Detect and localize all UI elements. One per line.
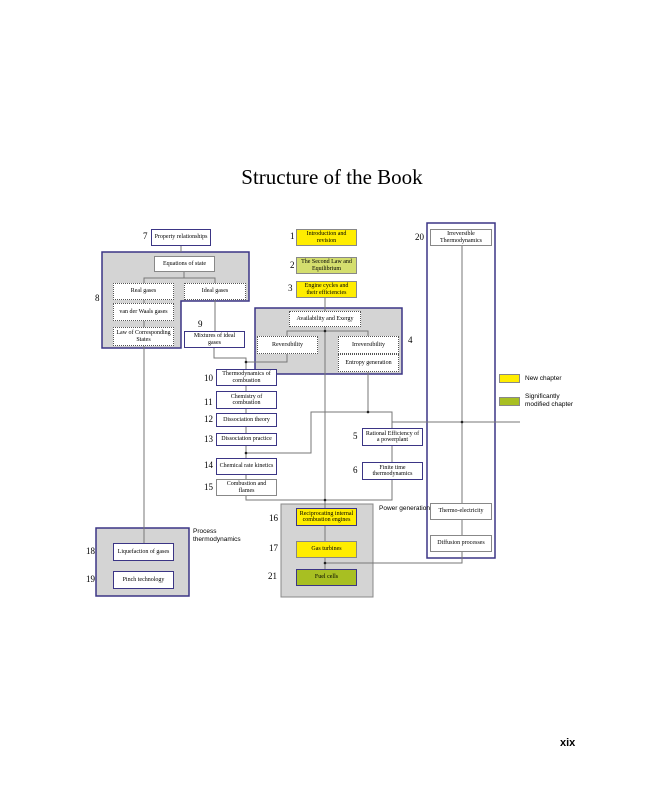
- chapter-number: 11: [204, 397, 213, 407]
- connector: [143, 272, 216, 283]
- power-generation-label: Power generation: [379, 505, 430, 512]
- chapter-13-box: Dissociation practice: [216, 433, 277, 446]
- legend-new-label: New chapter: [525, 375, 562, 382]
- chapter-number: 8: [95, 293, 100, 303]
- chapter-2-box: The Second Law and Equilibrium: [296, 257, 357, 274]
- junction-dot: [460, 420, 464, 424]
- chapter-number: 19: [86, 574, 95, 584]
- connector: [245, 480, 393, 501]
- chapter-number: 10: [204, 373, 213, 383]
- chapter-7-box: Property relationships: [151, 229, 211, 246]
- connector: [213, 348, 247, 369]
- equations-of-state-box: Equations of state: [154, 256, 215, 272]
- legend-modified-label: Significantly modified chapter: [525, 393, 574, 408]
- reversibility-box: Reversibility: [257, 336, 318, 354]
- chapter-14-box: Chemical rate kinetics: [216, 458, 277, 475]
- chapter-20-box: Irreversible Thermodynamics: [430, 229, 492, 246]
- chapter-number: 16: [269, 513, 278, 523]
- availability-exergy-box: Availability and Exergy: [289, 311, 361, 327]
- chapter-number: 20: [415, 232, 424, 242]
- connector: [246, 354, 288, 363]
- chapter-number: 15: [204, 482, 213, 492]
- page-number: xix: [560, 737, 576, 749]
- group-20-shape: [426, 222, 496, 559]
- connector: [368, 411, 393, 428]
- junction-dot: [366, 410, 370, 414]
- thermo-electricity-box: Thermo-electricity: [430, 503, 492, 520]
- chapter-number: 4: [408, 335, 413, 345]
- corresponding-states-box: Law of Corresponding States: [113, 327, 174, 346]
- chapter-number: 3: [288, 283, 293, 293]
- chapter-number: 2: [290, 260, 295, 270]
- connector: [286, 327, 369, 336]
- real-gases-box: Real gases: [113, 283, 174, 300]
- junction-dot: [323, 498, 327, 502]
- chapter-11-box: Chemistry of combustion: [216, 391, 277, 409]
- chapter-1-box: Introduction and revision: [296, 229, 357, 246]
- chapter-6-box: Finite time thermodynamics: [362, 462, 423, 480]
- chapter-number: 5: [353, 431, 358, 441]
- diffusion-processes-box: Diffusion processes: [430, 535, 492, 552]
- chapter-9-box: Mixtures of ideal gases: [184, 331, 245, 348]
- chapter-number: 12: [204, 414, 213, 424]
- chapter-16-box: Reciprocating internal combustion engine…: [296, 508, 357, 526]
- chapter-number: 9: [198, 319, 203, 329]
- chapter-number: 6: [353, 465, 358, 475]
- chapter-number: 1: [290, 231, 295, 241]
- legend-swatch-new: [499, 374, 520, 383]
- junction-dot: [244, 360, 248, 364]
- chapter-17-box: Gas turbines: [296, 541, 357, 558]
- chapter-number: 14: [204, 460, 213, 470]
- chapter-5-box: Rational Efficiency of a powerplant: [362, 428, 423, 446]
- page-title: Structure of the Book: [241, 165, 423, 189]
- ideal-gases-box: Ideal gases: [184, 283, 246, 300]
- chapter-10-box: Thermodynamics of combustion: [216, 369, 277, 386]
- group-8-shape: [101, 251, 250, 349]
- junction-dot: [323, 329, 327, 333]
- chapter-number: 13: [204, 434, 213, 444]
- chapter-number: 21: [268, 571, 277, 581]
- chapter-21-box: Fuel cells: [296, 569, 357, 586]
- legend-swatch-modified: [499, 397, 520, 406]
- connector: [325, 246, 463, 564]
- junction-dot: [323, 561, 327, 565]
- junction-dot: [244, 451, 248, 455]
- chapter-3-box: Engine cycles and their efficiencies: [296, 281, 357, 298]
- chapter-12-box: Dissociation theory: [216, 413, 277, 427]
- chapter-15-box: Combustion and flames: [216, 479, 277, 496]
- process-thermodynamics-label: Process thermodynamics: [193, 528, 241, 543]
- entropy-generation-box: Entropy generation: [338, 354, 399, 372]
- chapter-number: 18: [86, 546, 95, 556]
- chapter-number: 17: [269, 543, 278, 553]
- chapter-number: 7: [143, 231, 148, 241]
- chapter-19-box: Pinch technology: [113, 571, 174, 589]
- irreversibility-box: Irreversibility: [338, 336, 399, 354]
- van-der-waals-box: van der Waals gases: [113, 303, 174, 321]
- chapter-18-box: Liquefaction of gases: [113, 543, 174, 561]
